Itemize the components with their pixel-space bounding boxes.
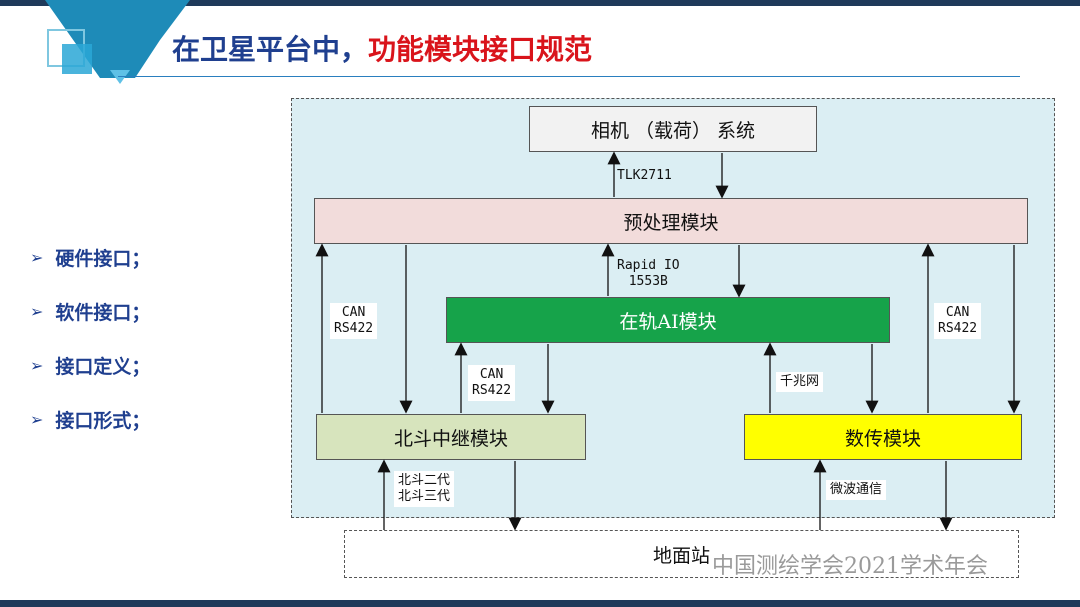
title-underline <box>118 76 1020 77</box>
bullet-list: ➢ 硬件接口； ➢ 软件接口； ➢ 接口定义； ➢ 接口形式； <box>30 230 150 446</box>
title-part-2: 功能模块接口规范 <box>368 33 593 66</box>
link-label-gigabit-network: 千兆网 <box>776 372 824 392</box>
bottom-border-bar <box>0 600 1080 607</box>
link-label-can-rs422-left: CAN RS422 <box>330 303 378 339</box>
beidou-relay-module-node: 北斗中继模块 <box>316 414 586 460</box>
arrowhead-bullet-icon: ➢ <box>30 409 44 429</box>
bullet-item: ➢ 接口形式； <box>30 392 150 446</box>
bullet-label: 接口形式； <box>55 409 151 432</box>
title-part-1: 在卫星平台中， <box>172 33 369 66</box>
arrowhead-bullet-icon: ➢ <box>30 247 44 267</box>
camera-system-node: 相机 （载荷） 系统 <box>529 106 817 152</box>
arrowhead-bullet-icon: ➢ <box>30 301 44 321</box>
link-label-rapidio-1553b: Rapid IO 1553B <box>617 258 680 289</box>
link-label-beidou-generations: 北斗二代 北斗三代 <box>394 471 455 507</box>
conference-watermark: 中国测绘学会2021学术年会 <box>712 554 988 579</box>
ground-station-node: 地面站 <box>344 530 1019 578</box>
bullet-label: 硬件接口； <box>55 247 151 270</box>
link-label-can-rs422-center: CAN RS422 <box>468 365 516 401</box>
bullet-label: 软件接口； <box>55 301 151 324</box>
onboard-ai-module-node: 在轨AI模块 <box>446 297 890 343</box>
slide-decoration-icon <box>45 0 190 84</box>
bullet-label: 接口定义； <box>55 355 151 378</box>
bullet-item: ➢ 软件接口； <box>30 284 150 338</box>
link-label-tlk2711: TLK2711 <box>617 168 672 183</box>
bullet-item: ➢ 接口定义； <box>30 338 150 392</box>
preprocess-module-node: 预处理模块 <box>314 198 1028 244</box>
top-border-bar <box>0 0 1080 6</box>
data-transmission-module-node: 数传模块 <box>744 414 1022 460</box>
link-label-microwave: 微波通信 <box>826 480 887 500</box>
link-label-can-rs422-right: CAN RS422 <box>934 303 982 339</box>
bullet-item: ➢ 硬件接口； <box>30 230 150 284</box>
slide-title: 在卫星平台中，功能模块接口规范 <box>172 28 592 72</box>
arrowhead-bullet-icon: ➢ <box>30 355 44 375</box>
